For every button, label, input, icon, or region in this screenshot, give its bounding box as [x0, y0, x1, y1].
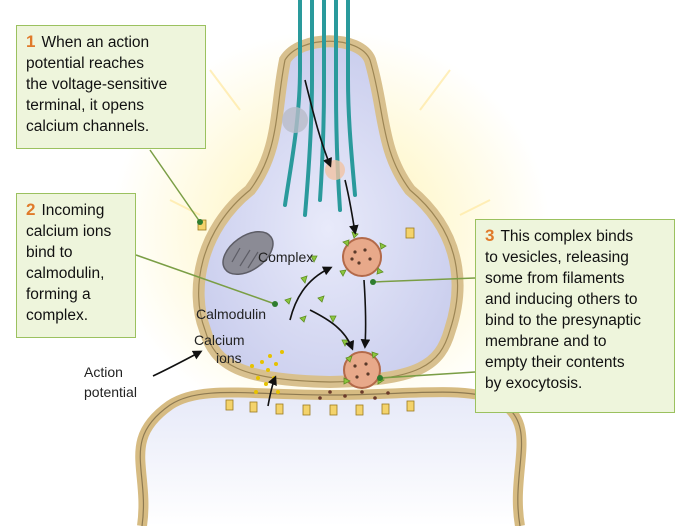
- label-complex: Complex: [258, 249, 314, 265]
- label-calmodulin: Calmodulin: [196, 306, 267, 322]
- step-number: 1: [26, 32, 36, 51]
- process-arrows: [152, 79, 371, 407]
- calcium-channels: [197, 219, 415, 416]
- step-number: 2: [26, 200, 36, 219]
- step-number: 3: [485, 226, 495, 245]
- label-ions: ions: [216, 350, 242, 366]
- label-action-potential: Action potential: [84, 364, 137, 400]
- vesicle-lower: [343, 351, 381, 389]
- vesicle-upper: [342, 237, 382, 277]
- label-calcium: Calcium: [194, 332, 245, 348]
- released-neurotransmitter: [318, 390, 390, 400]
- glow-rays: [169, 69, 491, 216]
- filaments: [283, 0, 357, 217]
- callout-leaders: [135, 149, 476, 379]
- mitochondrion: [222, 230, 274, 276]
